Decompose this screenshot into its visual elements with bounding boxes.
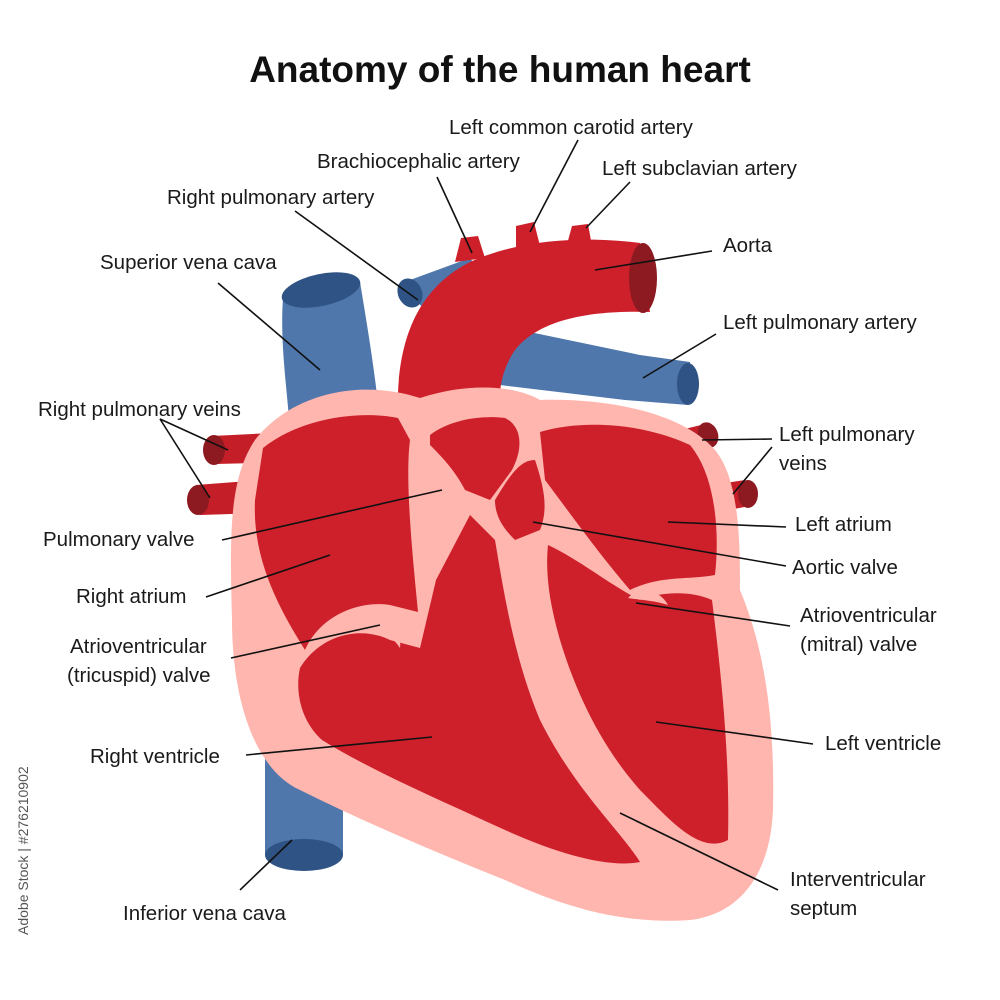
label-interventricular-septum-2: septum (790, 897, 857, 920)
leader-lines (159, 139, 814, 891)
right-atrium-chamber (254, 415, 418, 650)
stock-image-id: Adobe Stock | #276210902 (15, 766, 31, 935)
label-left-atrium: Left atrium (795, 513, 892, 536)
aorta (397, 222, 657, 420)
tricuspid-valve-leaflet (375, 621, 401, 648)
label-interventricular-septum-1: Interventricular (790, 868, 926, 891)
label-right-pulmonary-artery: Right pulmonary artery (167, 186, 375, 209)
right-ventricle-chamber (298, 515, 640, 864)
label-av-mitral-2: (mitral) valve (800, 633, 917, 656)
label-pulmonary-valve: Pulmonary valve (43, 528, 195, 551)
label-superior-vena-cava: Superior vena cava (100, 251, 277, 274)
left-atrium-chamber (540, 424, 717, 590)
label-inferior-vena-cava: Inferior vena cava (123, 902, 287, 925)
mitral-valve-leaflet (628, 590, 668, 605)
label-aortic-valve: Aortic valve (792, 556, 898, 579)
label-left-common-carotid-artery: Left common carotid artery (449, 116, 694, 139)
label-right-ventricle: Right ventricle (90, 745, 220, 768)
label-av-mitral-1: Atrioventricular (800, 604, 937, 627)
label-left-pulmonary-artery: Left pulmonary artery (723, 311, 917, 334)
label-right-atrium: Right atrium (76, 585, 187, 608)
label-brachiocephalic-artery: Brachiocephalic artery (317, 150, 521, 173)
label-left-pulmonary-veins-1: Left pulmonary (779, 423, 915, 446)
left-ventricle-chamber (547, 545, 729, 844)
label-av-tricuspid-2: (tricuspid) valve (67, 664, 211, 687)
label-aorta: Aorta (723, 234, 773, 257)
aortic-root-chamber (495, 460, 545, 540)
left-common-carotid-artery (516, 222, 540, 250)
left-subclavian-artery (566, 224, 592, 248)
pulmonary-trunk-chamber (430, 417, 520, 500)
label-left-pulmonary-veins-2: veins (779, 452, 827, 475)
label-left-ventricle: Left ventricle (825, 732, 941, 755)
label-av-tricuspid-1: Atrioventricular (70, 635, 207, 658)
label-left-subclavian-artery: Left subclavian artery (602, 157, 798, 180)
diagram-title: Anatomy of the human heart (249, 49, 751, 90)
label-right-pulmonary-veins: Right pulmonary veins (38, 398, 241, 421)
